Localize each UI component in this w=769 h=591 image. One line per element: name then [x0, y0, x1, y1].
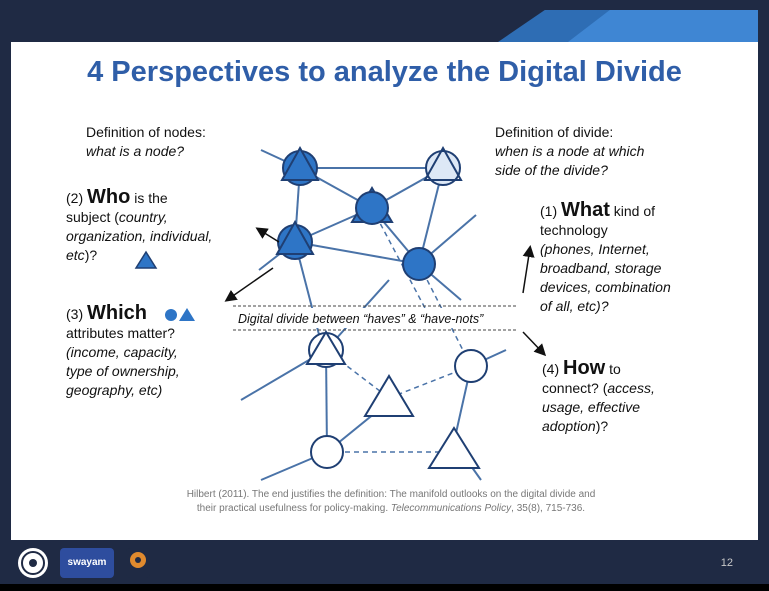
- node-circle-bottom: [310, 435, 344, 469]
- network-diagram: Digital divide between “haves” & “have-n…: [134, 145, 547, 481]
- what-perspective: (1) What kind of technology (phones, Int…: [540, 199, 671, 314]
- which-perspective: (3) Which attributes matter? (income, ca…: [66, 302, 180, 398]
- citation: Hilbert (2011). The end justifies the de…: [186, 489, 596, 514]
- arrow-which: [224, 267, 274, 302]
- how-perspective: (4) How to connect? (access, usage, effe…: [542, 357, 655, 434]
- node-right: [402, 247, 436, 281]
- have-nots-nodes: [305, 330, 488, 469]
- which-circle-icon: [165, 309, 177, 321]
- node-middle: [350, 186, 394, 225]
- divide-definition: Definition of divide: when is a node at …: [495, 124, 645, 178]
- arrow-how: [522, 331, 547, 357]
- node-triangle-center: [363, 374, 415, 417]
- legend-symbols: [134, 250, 195, 321]
- who-triangle-icon: [134, 250, 158, 269]
- haves-nodes: [275, 145, 463, 281]
- node-top-right: [423, 145, 463, 186]
- who-perspective: (2) Who is the subject (country, organiz…: [66, 186, 213, 263]
- arrows: [224, 227, 547, 357]
- arrow-who: [255, 227, 280, 243]
- node-top-left: [280, 145, 320, 186]
- digital-divide-label: Digital divide between “haves” & “have-n…: [238, 312, 484, 326]
- emblem-logo: [18, 548, 48, 578]
- node-left: [275, 219, 315, 260]
- nodes-definition: Definition of nodes: what is a node?: [86, 124, 206, 159]
- swayam-logo: swayam: [60, 548, 114, 578]
- slide-title: 4 Perspectives to analyze the Digital Di…: [87, 56, 682, 88]
- node-bottom-left-combo: [305, 330, 347, 368]
- node-triangle-bottom-right: [427, 426, 481, 469]
- page-number: 12: [720, 557, 733, 569]
- slide: 4 Perspectives to analyze the Digital Di…: [11, 10, 758, 540]
- node-circle-right: [454, 349, 488, 383]
- which-triangle-icon: [179, 308, 195, 321]
- digital-divide-label-bg: [231, 308, 521, 328]
- slide-header-band: [11, 10, 758, 42]
- arrow-what: [522, 245, 535, 294]
- nptel-logo: [126, 548, 150, 578]
- bottom-bar: [0, 540, 769, 584]
